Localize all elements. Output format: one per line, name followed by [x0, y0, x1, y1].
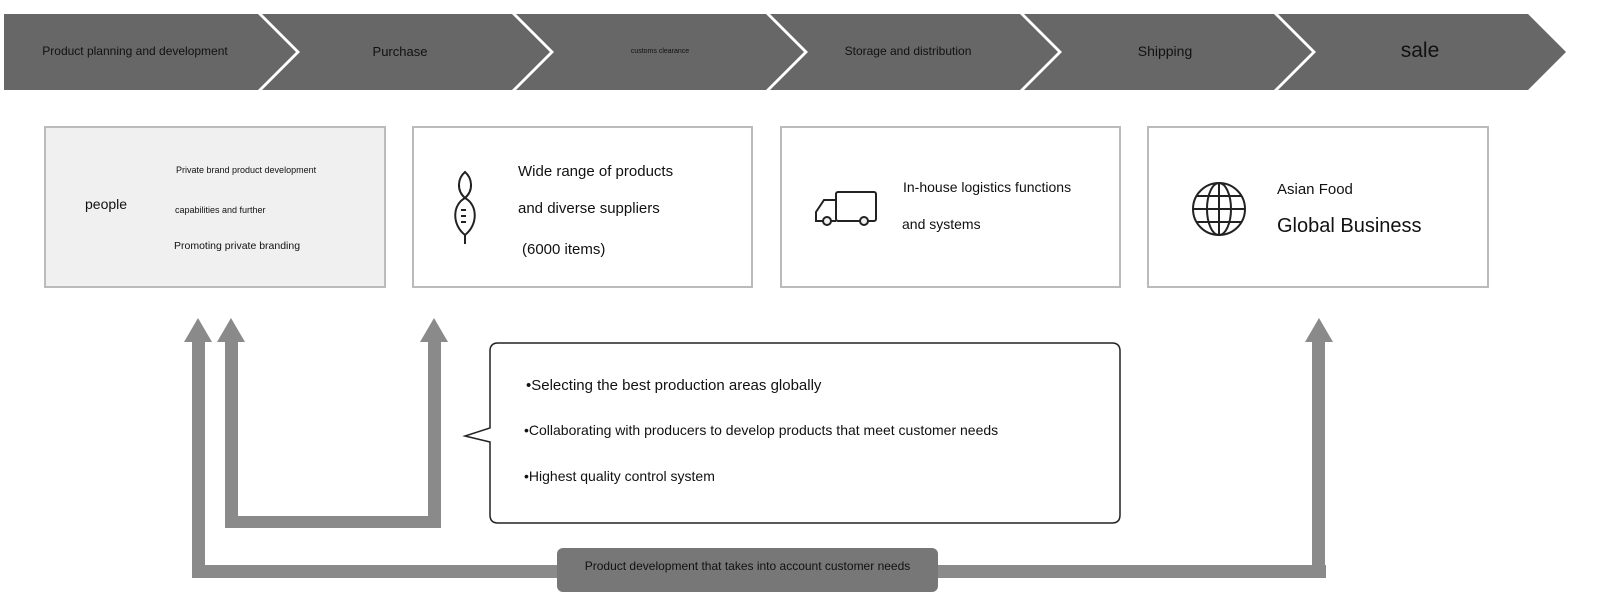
- logistics-line: In-house logistics functions: [903, 179, 1072, 195]
- process-chevrons: [4, 14, 1566, 90]
- truck-icon: [815, 191, 877, 226]
- global-line: Asian Food: [1277, 181, 1353, 198]
- people-label: people: [85, 196, 128, 212]
- logistics-line: and systems: [902, 216, 981, 232]
- callout-item: •Highest quality control system: [524, 468, 715, 484]
- people-line: capabilities and further: [175, 205, 266, 215]
- people-line: Promoting private branding: [174, 240, 301, 252]
- feedback-arrows: [184, 318, 1333, 578]
- callout-item: •Selecting the best production areas glo…: [526, 377, 822, 394]
- feedback-label: Product development that takes into acco…: [584, 559, 911, 573]
- box-people: [44, 126, 386, 288]
- radish-icon: [454, 170, 476, 244]
- callout-bubble: [462, 342, 1121, 524]
- stage-purchase: Purchase: [372, 43, 428, 59]
- box-global: [1147, 126, 1489, 288]
- global-line: Global Business: [1277, 215, 1422, 237]
- products-line: and diverse suppliers: [518, 200, 660, 217]
- products-line: Wide range of products: [518, 163, 674, 180]
- stage-sale: sale: [1400, 39, 1440, 62]
- stage-shipping: Shipping: [1137, 43, 1193, 59]
- products-line: (6000 items): [522, 241, 606, 258]
- stage-customs: customs clearance: [630, 47, 690, 55]
- box-logistics: [780, 126, 1121, 288]
- globe-icon: [1192, 182, 1246, 236]
- stage-storage: Storage and distribution: [844, 44, 972, 58]
- stage-planning: Product planning and development: [42, 44, 228, 58]
- box-products: [412, 126, 753, 288]
- people-line: Private brand product development: [176, 165, 317, 175]
- feedback-label-box: [557, 548, 938, 592]
- callout-item: •Collaborating with producers to develop…: [524, 422, 999, 438]
